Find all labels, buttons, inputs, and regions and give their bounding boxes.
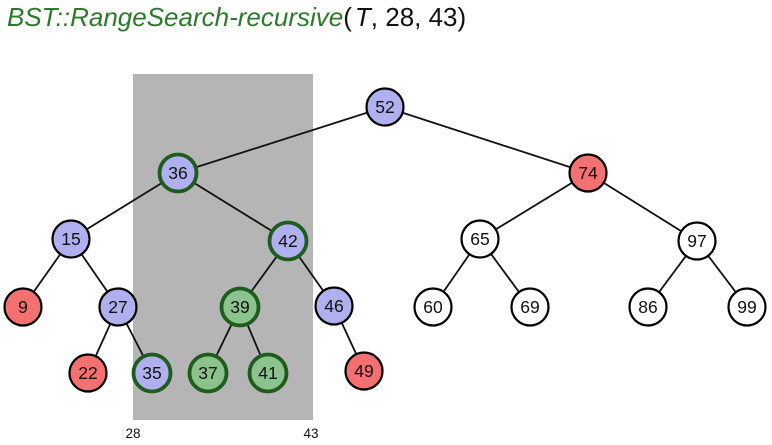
title-paren-open: ( — [343, 2, 352, 32]
node-value-label: 36 — [168, 163, 187, 183]
tree-node-22: 22 — [68, 353, 108, 393]
node-value-label: 97 — [687, 231, 706, 251]
node-value-label: 42 — [278, 231, 297, 251]
node-value-label: 35 — [142, 363, 161, 383]
node-value-label: 99 — [737, 297, 756, 317]
node-value-label: 9 — [18, 297, 28, 317]
node-value-label: 49 — [354, 361, 373, 381]
tree-node-74: 74 — [568, 153, 608, 193]
node-value-label: 27 — [108, 297, 127, 317]
range-high-label: 43 — [303, 426, 318, 441]
node-circle — [219, 286, 261, 328]
tree-node-15: 15 — [51, 219, 91, 259]
tree-node-49: 49 — [344, 351, 384, 391]
node-value-label: 15 — [61, 229, 80, 249]
node-circle — [365, 87, 405, 127]
tree-node-36: 36 — [157, 152, 199, 194]
node-value-label: 65 — [470, 229, 489, 249]
tree-node-39: 39 — [219, 286, 261, 328]
node-circle — [677, 221, 717, 261]
node-circle — [247, 352, 289, 394]
tree-edge-36-42 — [177, 172, 289, 242]
node-circle — [568, 153, 608, 193]
node-value-label: 22 — [78, 363, 97, 383]
node-circle — [413, 287, 453, 327]
range-low-label: 28 — [125, 426, 140, 441]
tree-node-46: 46 — [314, 286, 354, 326]
node-circle — [510, 287, 550, 327]
title-type-param: T — [354, 2, 371, 32]
node-value-label: 69 — [520, 297, 539, 317]
node-value-label: 46 — [324, 296, 343, 316]
title-function-name: BST::RangeSearch-recursive — [7, 2, 344, 32]
tree-edge-52-36 — [177, 106, 386, 174]
node-circle — [3, 287, 43, 327]
tree-node-99: 99 — [727, 287, 767, 327]
node-circle — [131, 352, 173, 394]
tree-node-52: 52 — [365, 87, 405, 127]
tree-node-69: 69 — [510, 287, 550, 327]
node-circle — [267, 220, 309, 262]
tree-node-97: 97 — [677, 221, 717, 261]
node-value-label: 74 — [578, 163, 598, 183]
tree-node-41: 41 — [247, 352, 289, 394]
node-circle — [187, 352, 229, 394]
tree-node-42: 42 — [267, 220, 309, 262]
node-circle — [314, 286, 354, 326]
tree-node-35: 35 — [131, 352, 173, 394]
tree-edge-36-15 — [70, 172, 179, 240]
node-circle — [68, 353, 108, 393]
node-value-label: 37 — [198, 363, 217, 383]
node-value-label: 86 — [638, 297, 657, 317]
tree-node-27: 27 — [98, 287, 138, 327]
tree-edge-74-65 — [479, 172, 589, 240]
tree-node-37: 37 — [187, 352, 229, 394]
tree-node-86: 86 — [628, 287, 668, 327]
node-circle — [51, 219, 91, 259]
tree-edge-52-74 — [384, 106, 589, 174]
title-args: , 28, 43) — [370, 2, 467, 32]
node-value-label: 41 — [258, 363, 277, 383]
algorithm-title: BST::RangeSearch-recursive(T, 28, 43) — [7, 2, 466, 33]
tree-node-65: 65 — [460, 219, 500, 259]
node-value-label: 52 — [375, 97, 394, 117]
node-value-label: 60 — [423, 297, 443, 317]
node-circle — [157, 152, 199, 194]
node-circle — [727, 287, 767, 327]
node-circle — [628, 287, 668, 327]
tree-edge-74-97 — [587, 172, 698, 242]
node-circle — [98, 287, 138, 327]
tree-node-9: 9 — [3, 287, 43, 327]
node-value-label: 39 — [230, 297, 249, 317]
tree-node-60: 60 — [413, 287, 453, 327]
node-circle — [344, 351, 384, 391]
node-circle — [460, 219, 500, 259]
